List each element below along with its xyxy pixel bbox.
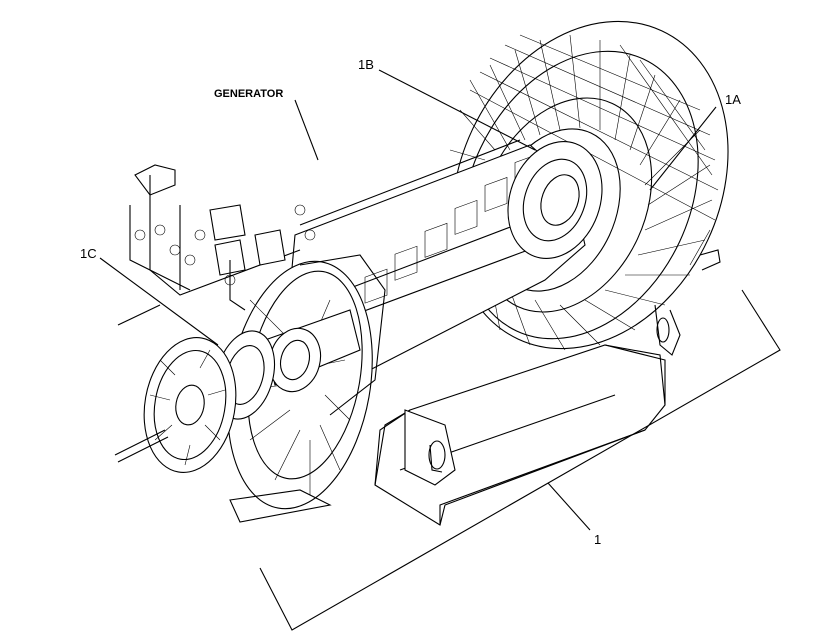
terminal-box: [129, 164, 316, 311]
callout-1c: 1C: [80, 246, 97, 261]
generator-label: GENERATOR: [214, 88, 283, 100]
assembly-bracket: [259, 289, 781, 631]
generator-frame-base: [374, 344, 666, 526]
leader-lines: [99, 69, 717, 531]
callout-1a: 1A: [725, 92, 741, 107]
callout-1b: 1B: [358, 57, 374, 72]
callout-1: 1: [594, 532, 601, 547]
exciter-assembly-1c: [114, 304, 275, 473]
